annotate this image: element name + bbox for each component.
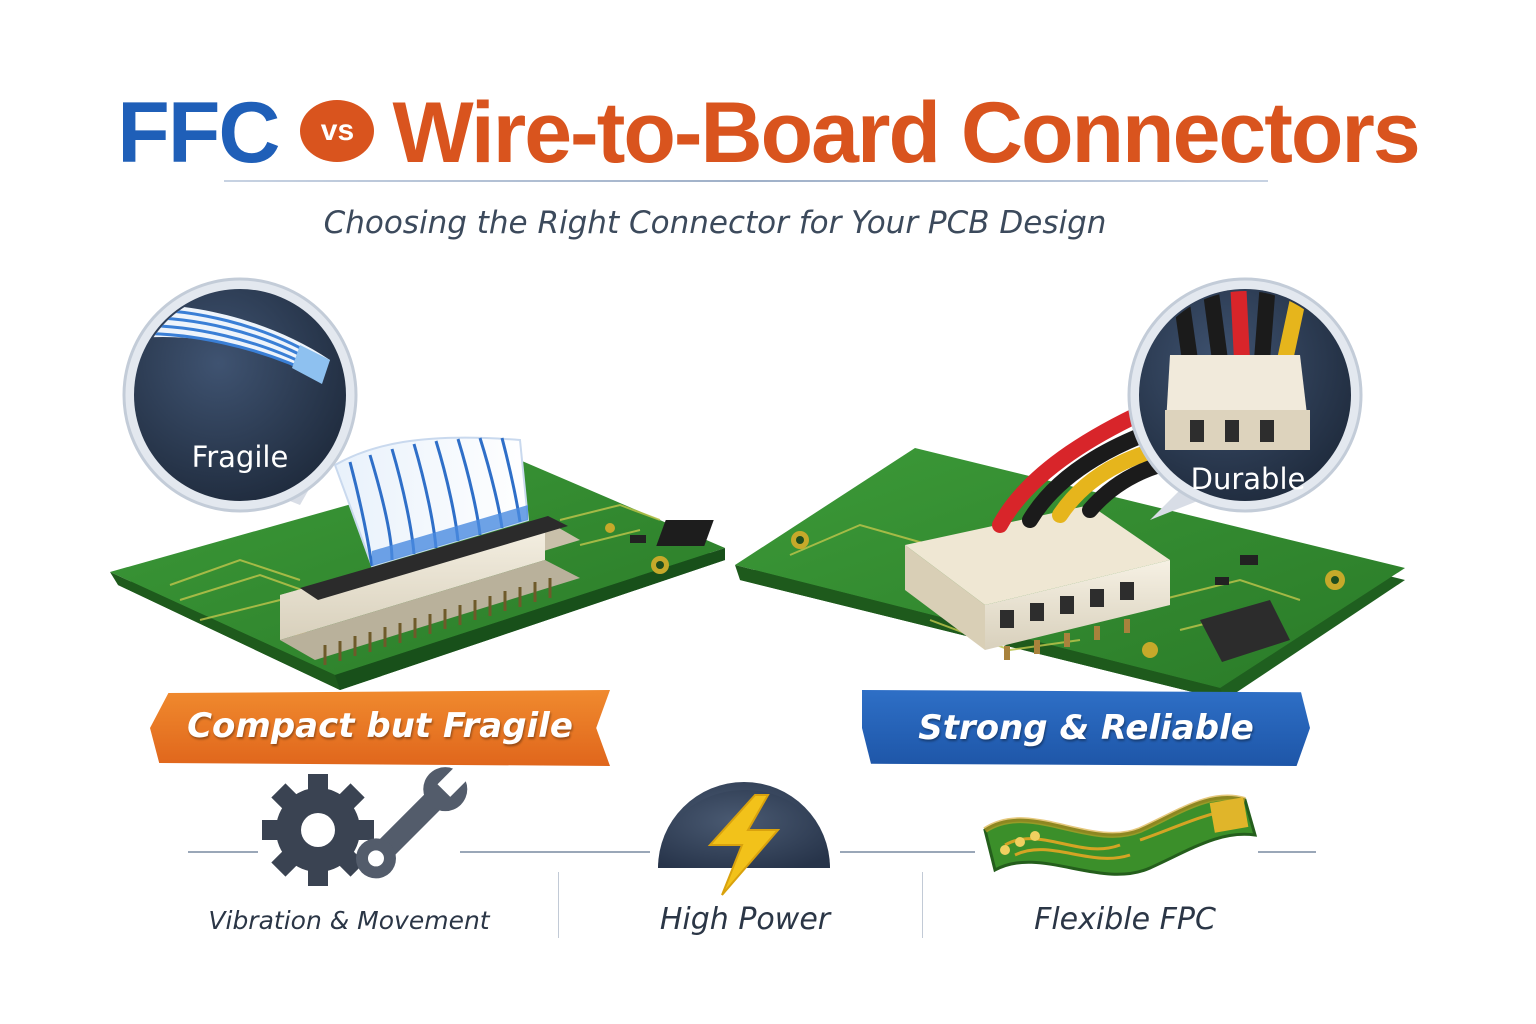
feature-label-high-power: High Power bbox=[659, 902, 831, 937]
title-wire-to-board: Wire-to-Board Connectors bbox=[392, 85, 1420, 181]
bottom-rule-right bbox=[1258, 851, 1316, 853]
feature-label-flexible-fpc: Flexible FPC bbox=[1034, 902, 1216, 937]
vs-badge: vs bbox=[300, 100, 375, 163]
bottom-rule-mid-2 bbox=[840, 851, 975, 853]
page-title: FFC vs Wire-to-Board Connectors bbox=[0, 78, 1536, 188]
feature-label-vibration: Vibration & Movement bbox=[208, 906, 490, 935]
gear-wrench-icon bbox=[262, 765, 469, 886]
strong-reliable-banner: Strong & Reliable bbox=[862, 690, 1310, 766]
fragile-label: Fragile bbox=[191, 440, 289, 474]
feature-divider-1 bbox=[558, 872, 559, 938]
durable-label: Durable bbox=[1190, 462, 1306, 496]
ffc-connector bbox=[280, 516, 580, 665]
page-subtitle: Choosing the Right Connector for Your PC… bbox=[323, 205, 1107, 241]
bottom-rule-left bbox=[188, 851, 258, 853]
title-divider bbox=[224, 180, 1268, 182]
durable-callout-bubble bbox=[1127, 277, 1363, 520]
feature-divider-2 bbox=[922, 872, 923, 938]
wtb-connector-housing bbox=[905, 505, 1170, 660]
lightning-bolt-icon bbox=[658, 782, 830, 896]
title-ffc: FFC bbox=[117, 85, 280, 181]
flexible-pcb-icon bbox=[983, 794, 1258, 876]
fragile-callout-bubble bbox=[122, 277, 358, 513]
bottom-rule-mid-1 bbox=[460, 851, 650, 853]
ffc-ribbon-cable bbox=[333, 436, 530, 568]
compact-but-fragile-banner: Compact but Fragile bbox=[150, 690, 610, 766]
